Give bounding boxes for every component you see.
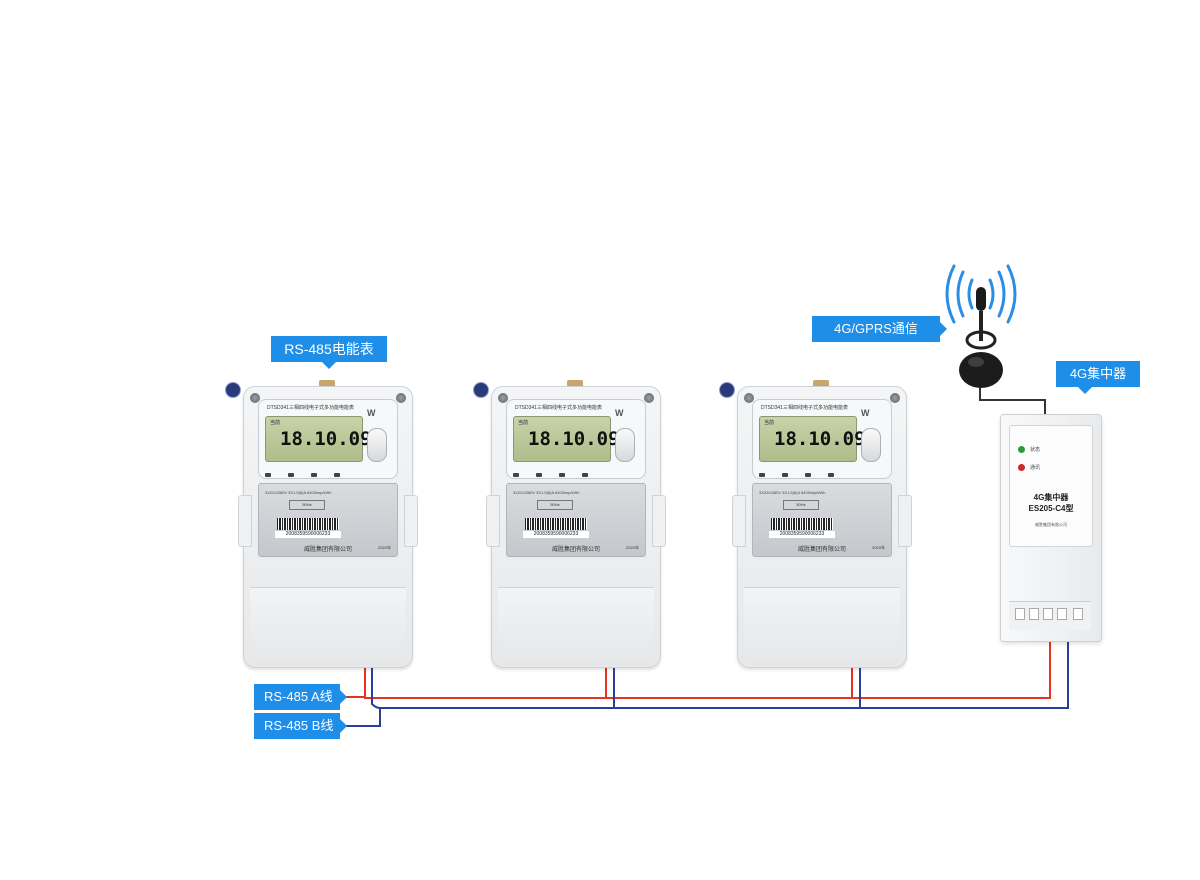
lcd-top-label: 当前 <box>518 420 529 426</box>
terminal-block <box>1009 601 1091 630</box>
concentrator-label: 4G集中器 <box>1056 361 1140 394</box>
serial-number: 2008359590006233 <box>769 531 835 538</box>
meter-top-tab <box>319 380 335 388</box>
screw-icon <box>396 393 406 403</box>
lcd-display: 当前 18.10.09 <box>759 416 866 462</box>
frequency-box: 50Hz <box>537 500 573 510</box>
indicator-leds <box>759 464 859 477</box>
concentrator-model: ES205-C4型 <box>1028 504 1074 513</box>
lcd-top-label: 当前 <box>764 420 775 426</box>
barcode-icon <box>277 518 339 530</box>
meter-side-clip <box>404 495 418 547</box>
meter-body: DTSD341三相四线电子式多功能电能表 当前 18.10.09 W 3X220… <box>732 386 912 668</box>
terminal-cover <box>250 587 406 666</box>
lcd-reading: 18.10.09 <box>774 428 866 450</box>
antenna-cable <box>979 380 1046 416</box>
frequency-box: 50Hz <box>289 500 325 510</box>
manufacture-year: 2020年 <box>378 545 391 550</box>
spec-text: 3X220/380V 3X1.5(6)A 6400imp/kWh <box>513 490 580 495</box>
barcode-icon <box>771 518 833 530</box>
name-plate: 3X220/380V 3X1.5(6)A 6400imp/kWh 50Hz 20… <box>752 483 892 557</box>
brand-logo: W <box>615 408 624 418</box>
wire-a-label: RS-485 A线 <box>254 684 347 710</box>
name-plate: 3X220/380V 3X1.5(6)A 6400imp/kWh 50Hz 20… <box>506 483 646 557</box>
electric-meter-2: DTSD341三相四线电子式多功能电能表 当前 18.10.09 W 3X220… <box>473 380 666 668</box>
comm-led-icon <box>1018 464 1025 471</box>
meter-top-tab <box>567 380 583 388</box>
wire-b <box>340 640 1069 727</box>
wire-a-label-text: RS-485 A线 <box>264 689 333 704</box>
company-name: 威胜集团有限公司 <box>303 547 352 553</box>
concentrator-panel: 状态 通讯 4G集中器 ES205-C4型 威胜集团有限公司 <box>1009 425 1093 547</box>
display-button[interactable] <box>367 428 387 462</box>
meter-side-clip <box>238 495 252 547</box>
concentrator-label-text: 4G集中器 <box>1069 366 1127 381</box>
status-led-label: 状态 <box>1030 447 1041 453</box>
status-led-icon <box>1018 446 1025 453</box>
concentrator-maker: 威胜集团有限公司 <box>1035 522 1067 527</box>
lcd-display: 当前 18.10.09 <box>513 416 620 462</box>
electric-meter-3: DTSD341三相四线电子式多功能电能表 当前 18.10.09 W 3X220… <box>719 380 912 668</box>
lcd-display: 当前 18.10.09 <box>265 416 372 462</box>
terminal-cover <box>498 587 654 666</box>
meter-face: DTSD341三相四线电子式多功能电能表 当前 18.10.09 W <box>752 399 892 479</box>
meter-model: DTSD341三相四线电子式多功能电能表 <box>267 405 354 411</box>
concentrator-name: 4G集中器 ES205-C4型 <box>1010 492 1092 514</box>
seal-icon <box>225 382 241 398</box>
electric-meter-1: DTSD341三相四线电子式多功能电能表 当前 18.10.09 W 3X220… <box>225 380 418 668</box>
display-button[interactable] <box>615 428 635 462</box>
brand-logo: W <box>367 408 376 418</box>
meter-body: DTSD341三相四线电子式多功能电能表 当前 18.10.09 W 3X220… <box>486 386 666 668</box>
spec-text: 3X220/380V 3X1.5(6)A 6400imp/kWh <box>265 490 332 495</box>
meter-model: DTSD341三相四线电子式多功能电能表 <box>761 405 848 411</box>
frequency-box: 50Hz <box>783 500 819 510</box>
gprs-label-text: 4G/GPRS通信 <box>834 321 918 336</box>
brand-logo: W <box>861 408 870 418</box>
meter-side-clip <box>732 495 746 547</box>
display-button[interactable] <box>861 428 881 462</box>
wire-b-label-text: RS-485 B线 <box>264 718 334 733</box>
wire-b-label: RS-485 B线 <box>254 713 347 739</box>
comm-led-label: 通讯 <box>1030 465 1041 471</box>
meter-body: DTSD341三相四线电子式多功能电能表 当前 18.10.09 W 3X220… <box>238 386 418 668</box>
company-name: 威胜集团有限公司 <box>551 547 600 553</box>
concentrator-name-line1: 4G集中器 <box>1033 493 1069 502</box>
meter-side-clip <box>486 495 500 547</box>
indicator-leds <box>265 464 365 477</box>
manufacture-year: 2020年 <box>872 545 885 550</box>
company-name: 威胜集团有限公司 <box>797 547 846 553</box>
lcd-reading: 18.10.09 <box>528 428 620 450</box>
meter-label-text: RS-485电能表 <box>284 341 374 357</box>
screw-icon <box>250 393 260 403</box>
screw-icon <box>498 393 508 403</box>
name-plate: 3X220/380V 3X1.5(6)A 6400imp/kWh 50Hz 20… <box>258 483 398 557</box>
seal-icon <box>473 382 489 398</box>
indicator-leds <box>513 464 613 477</box>
terminal-cover <box>744 587 900 666</box>
screw-icon <box>744 393 754 403</box>
screw-icon <box>890 393 900 403</box>
concentrator-device: 状态 通讯 4G集中器 ES205-C4型 威胜集团有限公司 <box>1000 414 1102 642</box>
spec-text: 3X220/380V 3X1.5(6)A 6400imp/kWh <box>759 490 826 495</box>
meter-face: DTSD341三相四线电子式多功能电能表 当前 18.10.09 W <box>258 399 398 479</box>
serial-number: 2008359590006233 <box>523 531 589 538</box>
meter-label: RS-485电能表 <box>271 336 387 369</box>
lcd-top-label: 当前 <box>270 420 281 426</box>
meter-side-clip <box>898 495 912 547</box>
meter-face: DTSD341三相四线电子式多功能电能表 当前 18.10.09 W <box>506 399 646 479</box>
meter-side-clip <box>652 495 666 547</box>
serial-number: 2008359590006233 <box>275 531 341 538</box>
meter-model: DTSD341三相四线电子式多功能电能表 <box>515 405 602 411</box>
antenna-icon <box>945 264 1017 388</box>
barcode-icon <box>525 518 587 530</box>
signal-waves-icon <box>945 264 1017 324</box>
manufacture-year: 2020年 <box>626 545 639 550</box>
gprs-label: 4G/GPRS通信 <box>812 316 947 342</box>
meter-top-tab <box>813 380 829 388</box>
screw-icon <box>644 393 654 403</box>
lcd-reading: 18.10.09 <box>280 428 372 450</box>
seal-icon <box>719 382 735 398</box>
wire-a <box>340 640 1051 699</box>
